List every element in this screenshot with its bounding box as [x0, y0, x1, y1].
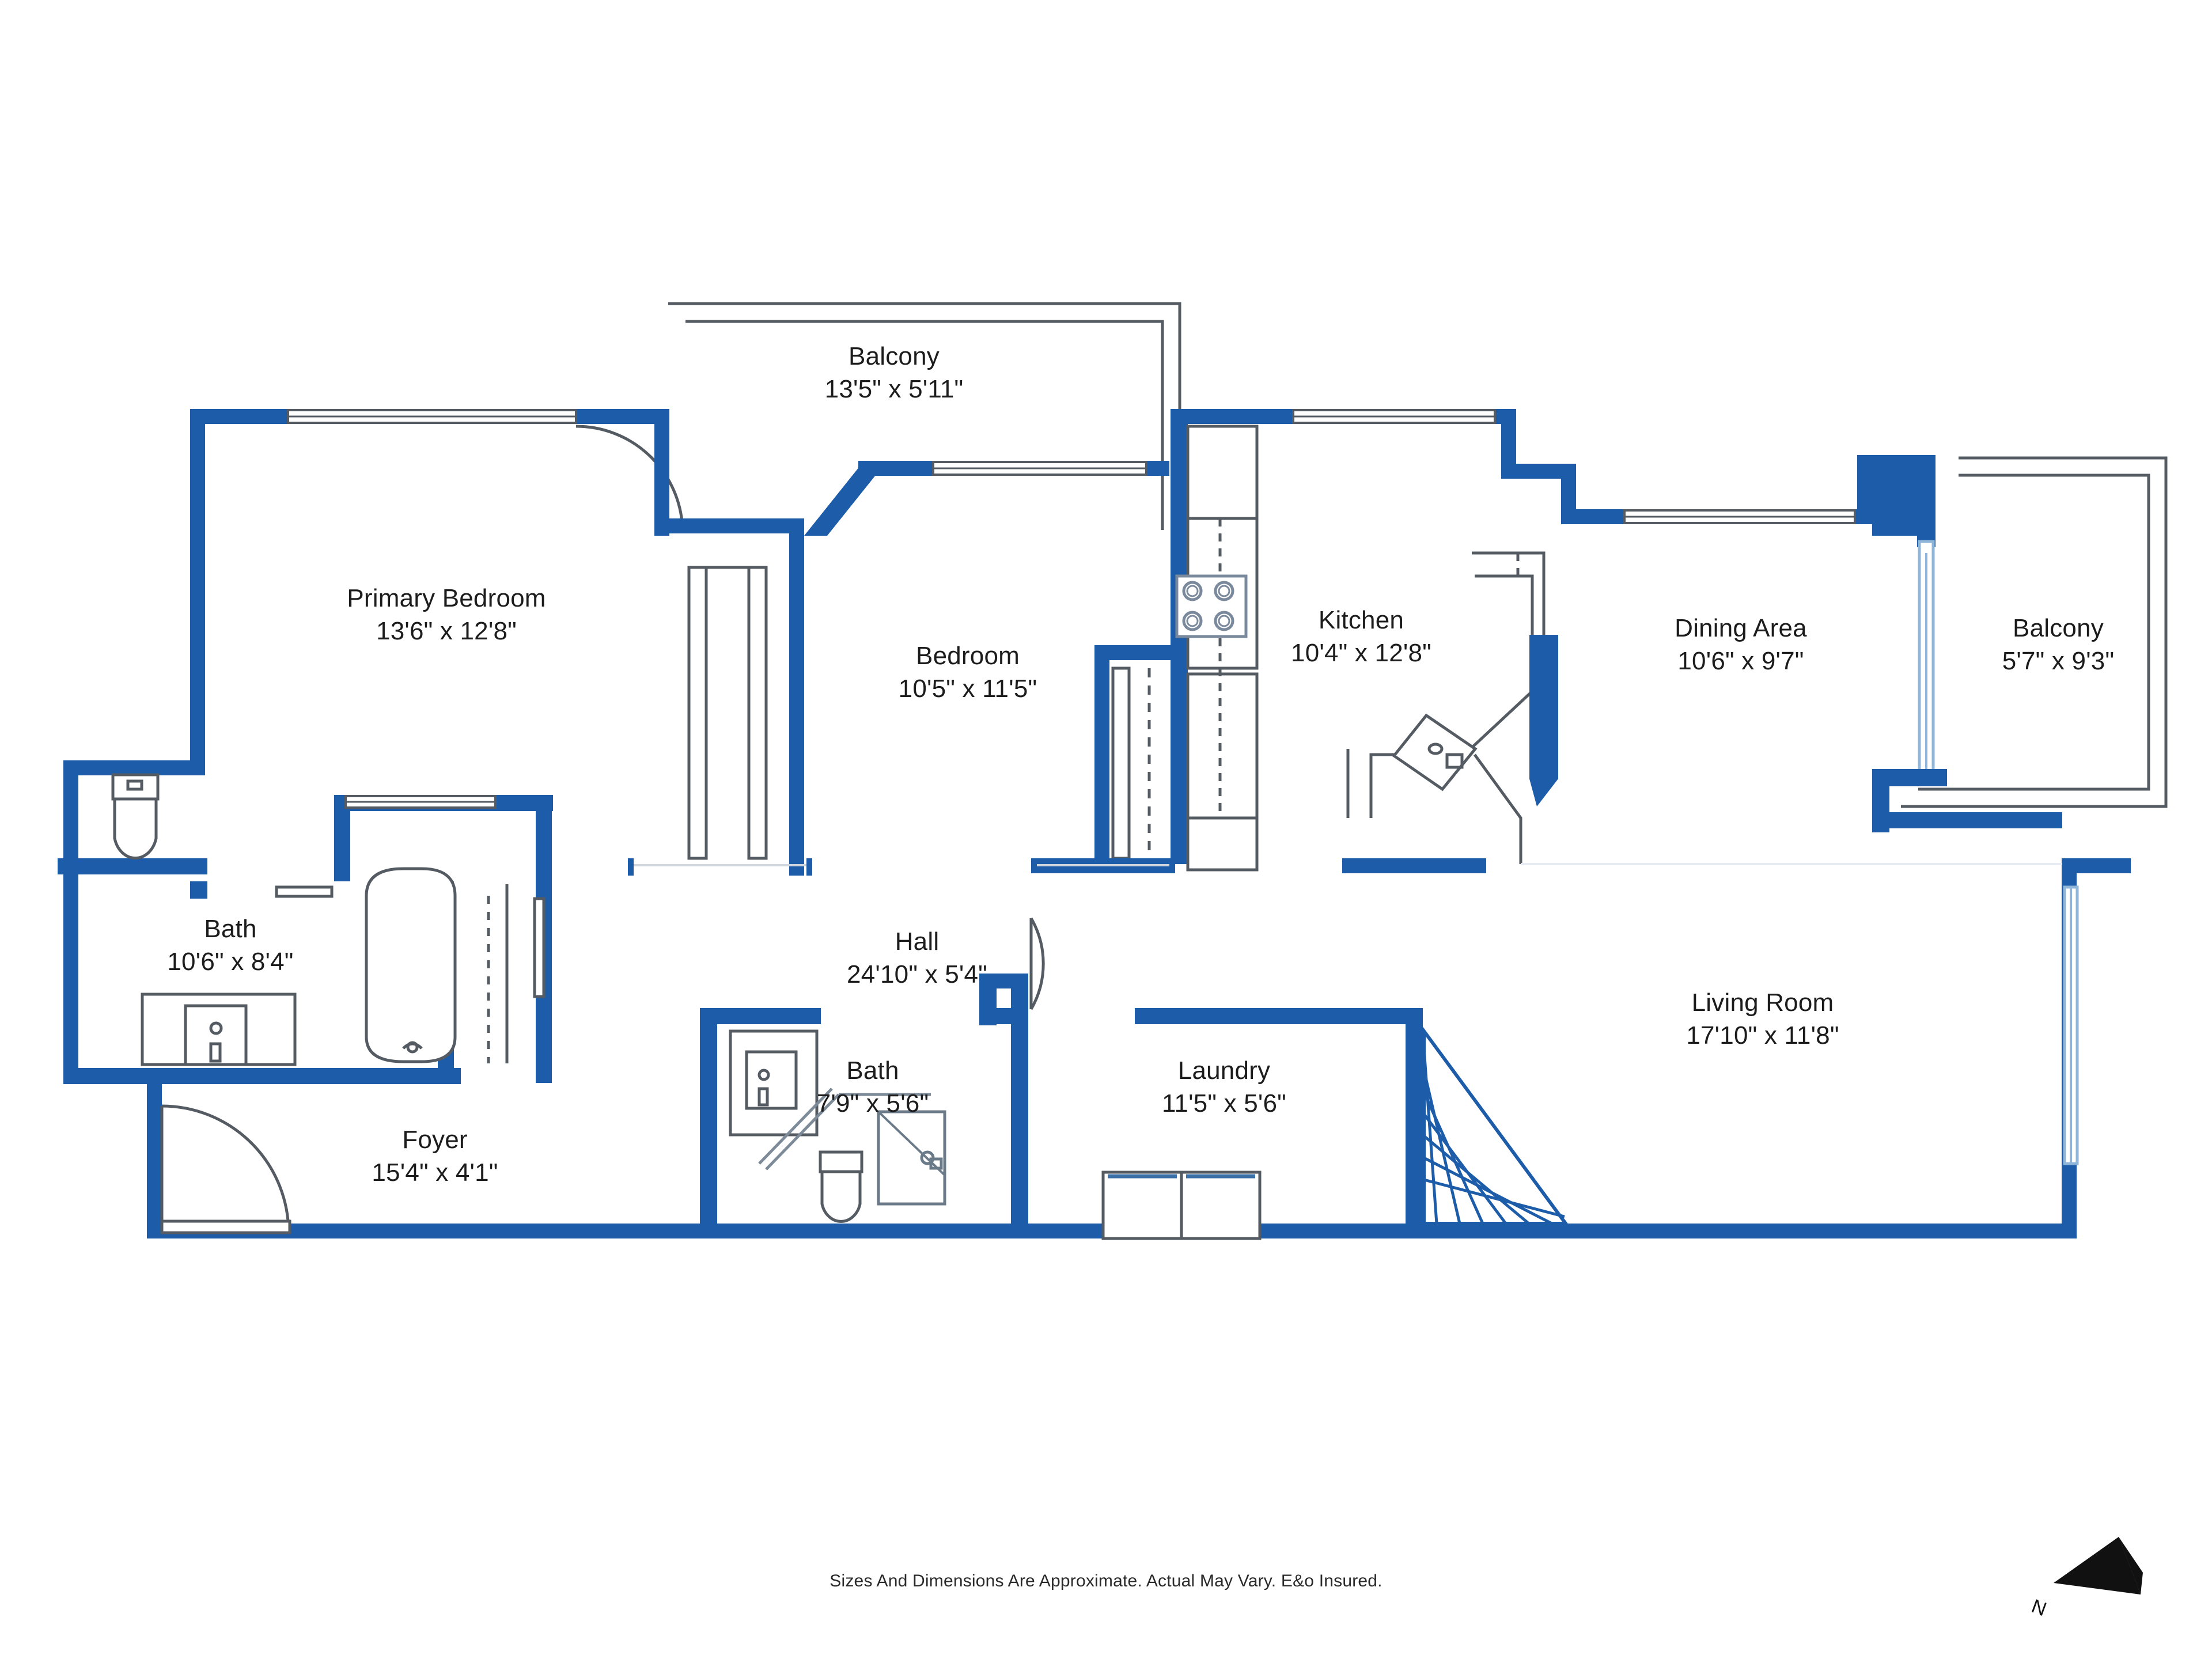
room-label-living-room: Living Room 17'10" x 11'8" — [1686, 986, 1839, 1052]
room-dimensions: 11'5" x 5'6" — [1162, 1089, 1286, 1118]
primary-bath-door — [275, 885, 334, 898]
room-label-bath-second: Bath 7'9" x 5'6" — [817, 1054, 929, 1120]
shower-stall-icon — [487, 884, 546, 1063]
room-dimensions: 7'9" x 5'6" — [816, 1089, 929, 1118]
room-dimensions: 15'4" x 4'1" — [372, 1158, 498, 1187]
hall-walls — [628, 858, 1423, 1227]
room-label-bedroom: Bedroom 10'5" x 11'5" — [899, 639, 1037, 705]
room-label-balcony-north: Balcony 13'5" x 5'11" — [825, 340, 964, 406]
kitchen-angled-wall — [1473, 753, 1522, 864]
stairs-icon — [1422, 1025, 1569, 1225]
north-arrow-icon — [2054, 1537, 2143, 1594]
window-primary-bedroom — [287, 409, 577, 424]
room-label-balcony-east: Balcony 5'7" x 9'3" — [2002, 612, 2115, 677]
dining-window — [1623, 509, 1856, 524]
room-dimensions: 13'6" x 12'8" — [376, 617, 517, 646]
room-name: Laundry — [1177, 1056, 1271, 1085]
compass-rose: N — [2028, 1509, 2177, 1642]
room-name: Balcony — [2013, 614, 2104, 642]
room-dimensions: 10'6" x 8'4" — [167, 948, 294, 976]
toilet-icon — [111, 773, 160, 860]
room-dimensions: 5'7" x 9'3" — [2002, 647, 2115, 676]
second-bath-door — [758, 1088, 931, 1171]
closet-bedroom — [1094, 645, 1175, 860]
room-name: Foyer — [402, 1126, 468, 1154]
dining-living-transition-wall — [1889, 812, 2062, 828]
room-label-bath-primary: Bath 10'6" x 8'4" — [167, 912, 293, 978]
dining-east-wall — [1872, 769, 1947, 832]
door-primary-bedroom — [575, 425, 684, 533]
living-room-balcony-window — [2063, 885, 2079, 1165]
bathtub-icon — [365, 867, 457, 1063]
hall-north-wall — [190, 881, 207, 899]
room-label-kitchen: Kitchen 10'4" x 12'8" — [1291, 604, 1431, 669]
kitchen-counter-left — [1186, 425, 1259, 872]
window-bedroom-north — [932, 461, 1147, 476]
room-label-foyer: Foyer 15'4" x 4'1" — [372, 1123, 498, 1189]
room-label-laundry: Laundry 11'5" x 5'6" — [1162, 1054, 1286, 1120]
room-dimensions: 13'5" x 5'11" — [824, 375, 964, 404]
room-label-dining-area: Dining Area 10'6" x 9'7" — [1675, 612, 1807, 677]
kitchen-window — [1292, 409, 1496, 424]
room-dimensions: 10'5" x 11'5" — [898, 675, 1037, 703]
primary-bath-window — [344, 795, 497, 809]
room-name: Balcony — [849, 342, 940, 370]
washer-dryer-icon — [1101, 1171, 1262, 1240]
room-label-primary-bedroom: Primary Bedroom 13'6" x 12'8" — [347, 582, 546, 647]
kitchen-fridge-wall — [1529, 635, 1558, 806]
room-name: Primary Bedroom — [347, 584, 546, 612]
second-bath-fixtures — [729, 1029, 819, 1137]
room-dimensions: 10'4" x 12'8" — [1291, 639, 1431, 668]
room-dimensions: 24'10" x 5'4" — [847, 960, 987, 989]
room-dimensions: 17'10" x 11'8" — [1686, 1021, 1839, 1050]
closet-primary-bedroom — [687, 566, 768, 860]
corner-shower-icon — [877, 1110, 946, 1206]
balcony-east-outline — [1901, 456, 2168, 808]
room-name: Bedroom — [916, 642, 1020, 670]
kitchen-peninsula — [1346, 574, 1534, 818]
room-dimensions: 10'6" x 9'7" — [1677, 647, 1804, 676]
room-name: Dining Area — [1675, 614, 1807, 642]
kitchen-sink-icon — [1392, 713, 1478, 791]
foyer-entry-door — [160, 1104, 291, 1234]
dining-balcony-door — [1918, 540, 1935, 785]
room-name: Living Room — [1691, 988, 1834, 1017]
walls-primary-bedroom-closet — [654, 409, 804, 876]
stove-burners-icon — [1175, 574, 1248, 638]
toilet-icon-second — [819, 1150, 863, 1223]
door-laundry — [1029, 917, 1045, 1010]
room-name: Bath — [204, 915, 257, 943]
room-label-hall: Hall 24'10" x 5'4" — [847, 925, 987, 991]
room-name: Bath — [846, 1056, 899, 1085]
vanity-sink-icon — [141, 993, 297, 1066]
disclaimer-text: Sizes And Dimensions Are Approximate. Ac… — [830, 1571, 1382, 1590]
room-name: Kitchen — [1318, 606, 1404, 634]
room-name: Hall — [895, 927, 940, 956]
